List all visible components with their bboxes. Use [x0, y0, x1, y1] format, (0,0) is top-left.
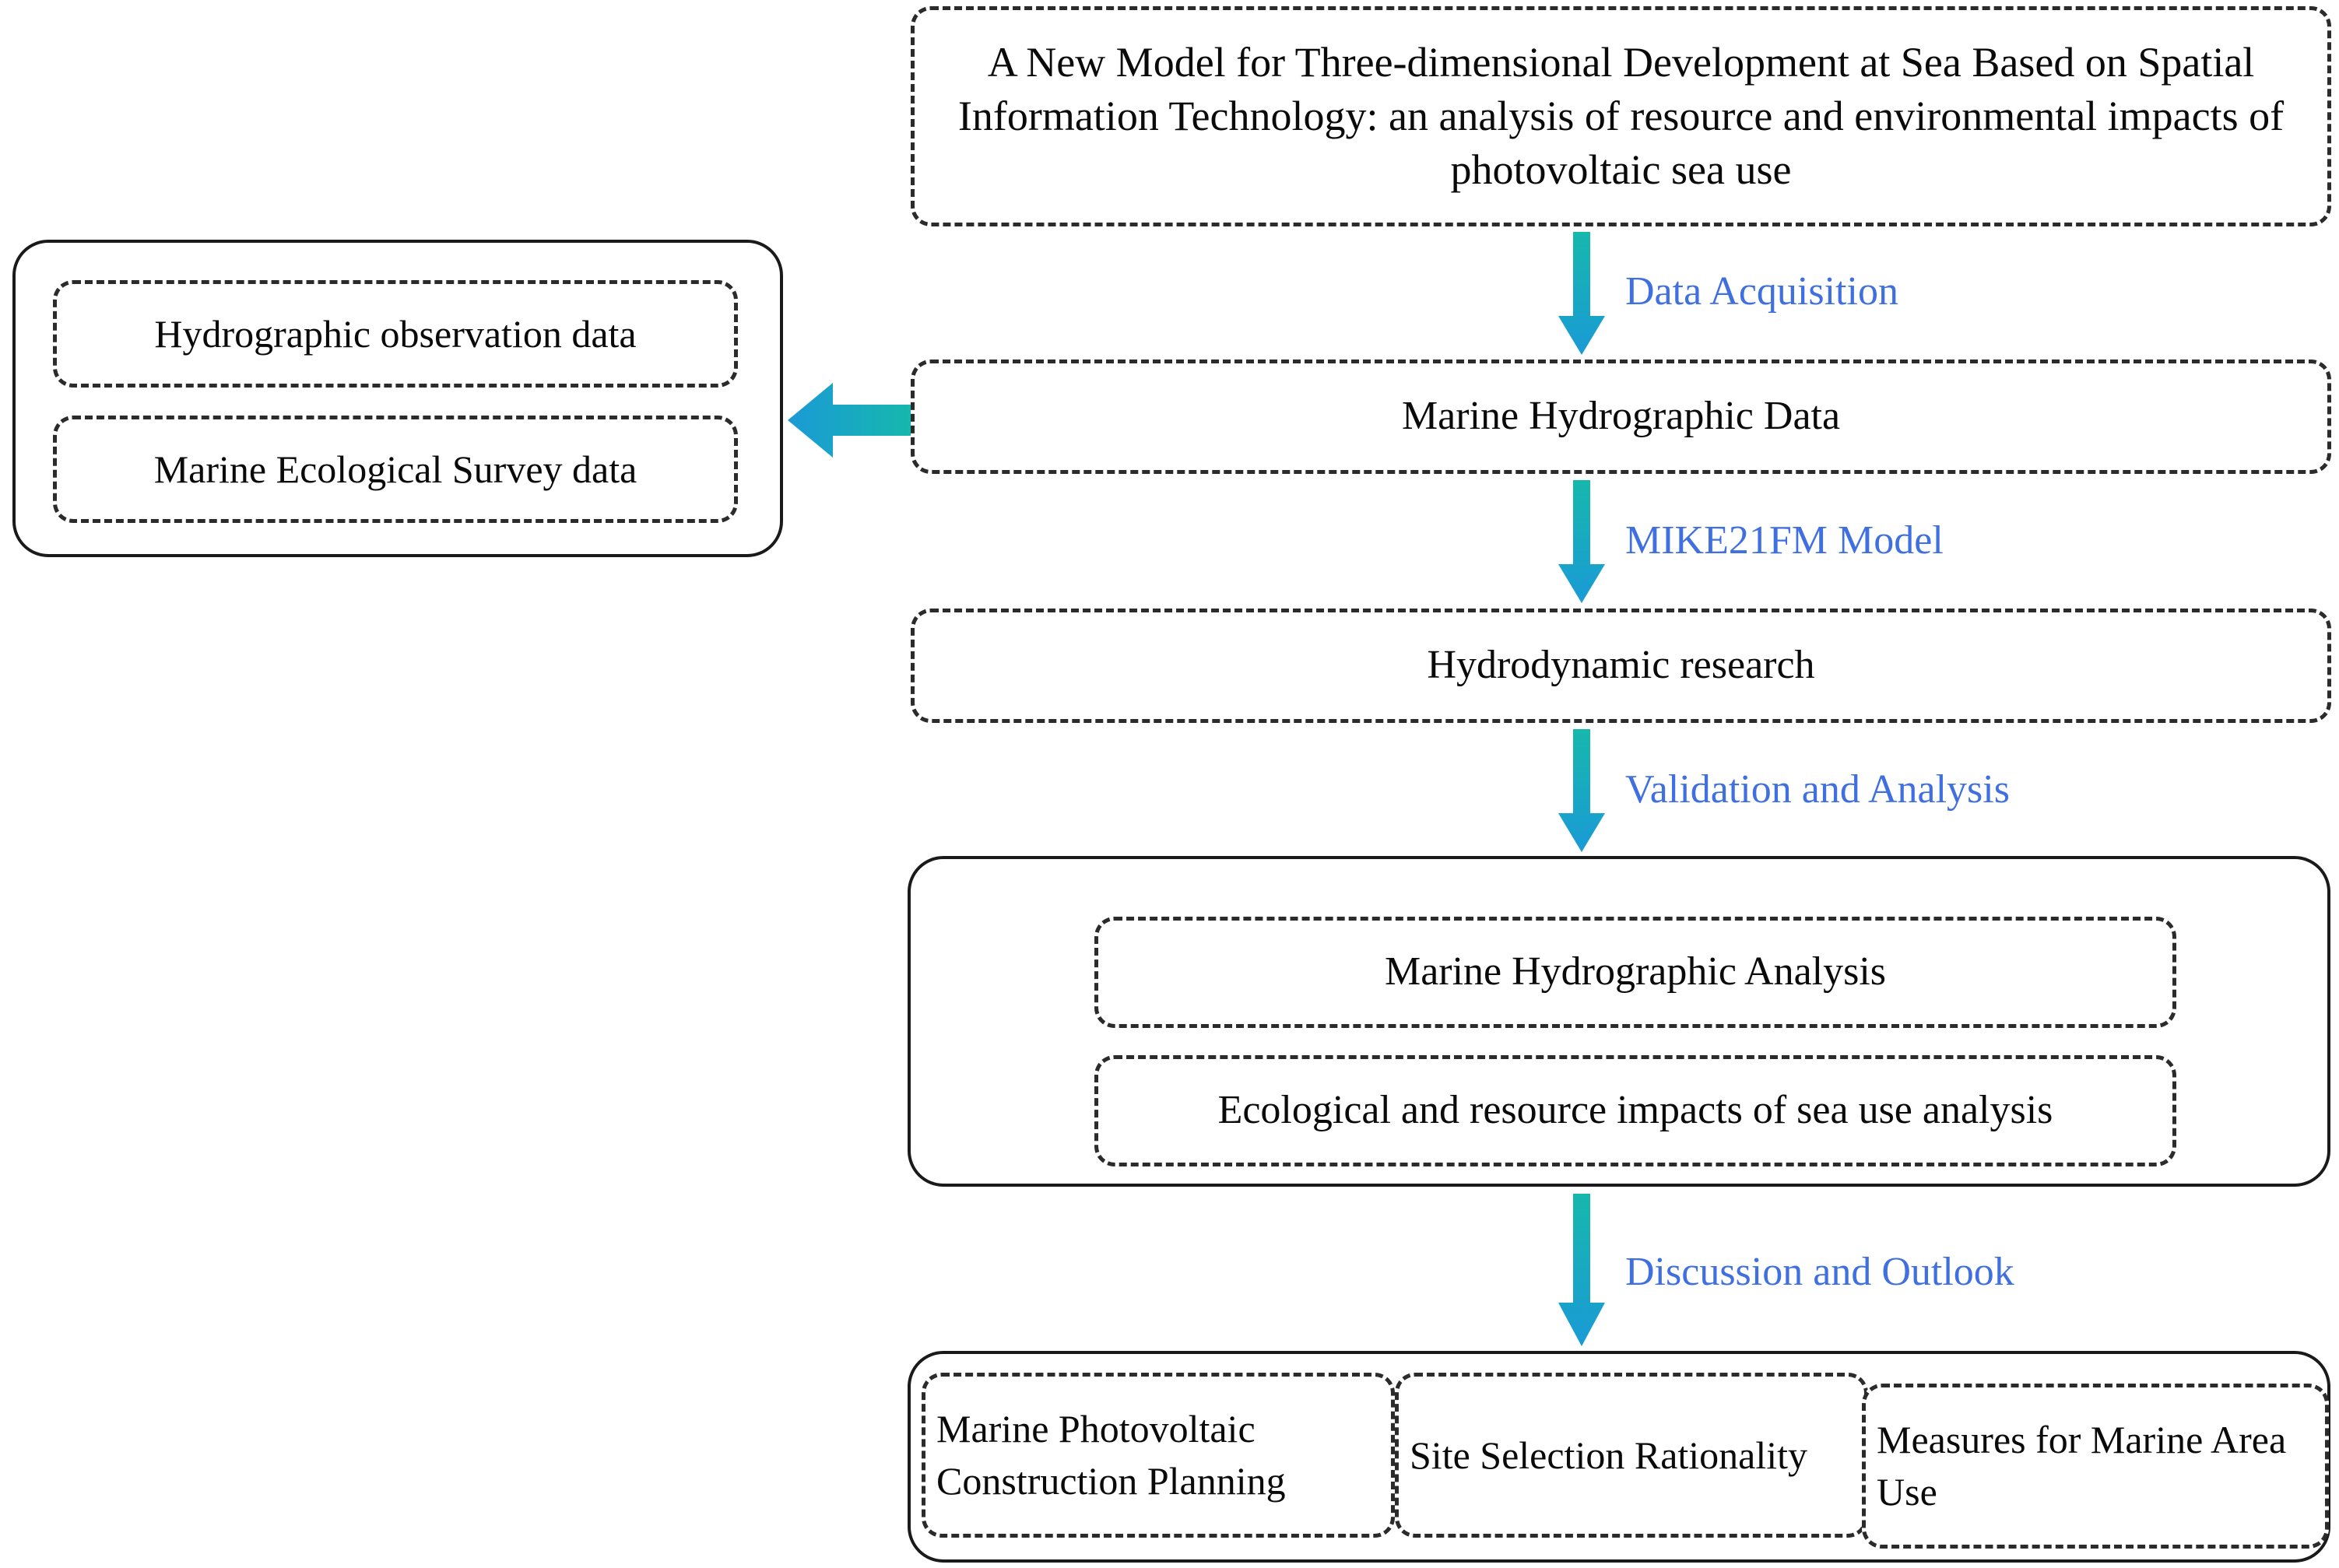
arrow-down-discussion-outlook [1558, 1194, 1605, 1346]
arrow-down-mike-model [1558, 480, 1605, 603]
outcome-box-marine-area-use-measures: Measures for Marine Area Use [1862, 1384, 2329, 1549]
arrow-label-validation-analysis: Validation and Analysis [1625, 767, 2010, 812]
arrow-down-validation-analysis [1558, 729, 1605, 852]
data-sources-group: Hydrographic observation data Marine Eco… [12, 240, 783, 557]
arrow-label-mike-model: MIKE21FM Model [1625, 518, 1944, 563]
arrow-down-data-acquisition [1558, 232, 1605, 355]
node-hydrodynamic-research: Hydrodynamic research [911, 609, 2331, 723]
title-box: A New Model for Three-dimensional Develo… [911, 6, 2331, 226]
analysis-label: Marine Hydrographic Analysis [1384, 949, 1887, 994]
arrow-label-discussion-outlook: Discussion and Outlook [1625, 1250, 2014, 1294]
outcome-group: Marine Photovoltaic Construction Plannin… [908, 1351, 2330, 1563]
outcome-label: Site Selection Rationality [1410, 1433, 1808, 1477]
data-source-label: Hydrographic observation data [154, 312, 637, 356]
title-text: A New Model for Three-dimensional Develo… [957, 38, 2285, 194]
arrow-label-data-acquisition: Data Acquisition [1625, 269, 1898, 314]
outcome-box-site-selection-rationality: Site Selection Rationality [1395, 1373, 1868, 1538]
node-label: Marine Hydrographic Data [1401, 394, 1841, 439]
outcome-box-construction-planning: Marine Photovoltaic Construction Plannin… [922, 1373, 1395, 1538]
data-source-box-ecological-survey: Marine Ecological Survey data [53, 416, 738, 523]
node-marine-hydrographic-data: Marine Hydrographic Data [911, 360, 2331, 474]
data-source-box-hydrographic-observation: Hydrographic observation data [53, 280, 738, 388]
analysis-box-ecological-resource-impacts: Ecological and resource impacts of sea u… [1094, 1055, 2176, 1166]
data-source-label: Marine Ecological Survey data [153, 447, 637, 491]
outcome-label: Measures for Marine Area Use [1877, 1418, 2287, 1514]
analysis-label: Ecological and resource impacts of sea u… [1217, 1088, 2053, 1133]
outcome-label: Marine Photovoltaic Construction Plannin… [936, 1407, 1286, 1503]
node-label: Hydrodynamic research [1427, 643, 1815, 688]
analysis-box-marine-hydrographic: Marine Hydrographic Analysis [1094, 917, 2176, 1028]
arrow-left-to-data-sources [788, 383, 914, 458]
analysis-group: Marine Hydrographic Analysis Ecological … [908, 856, 2330, 1187]
